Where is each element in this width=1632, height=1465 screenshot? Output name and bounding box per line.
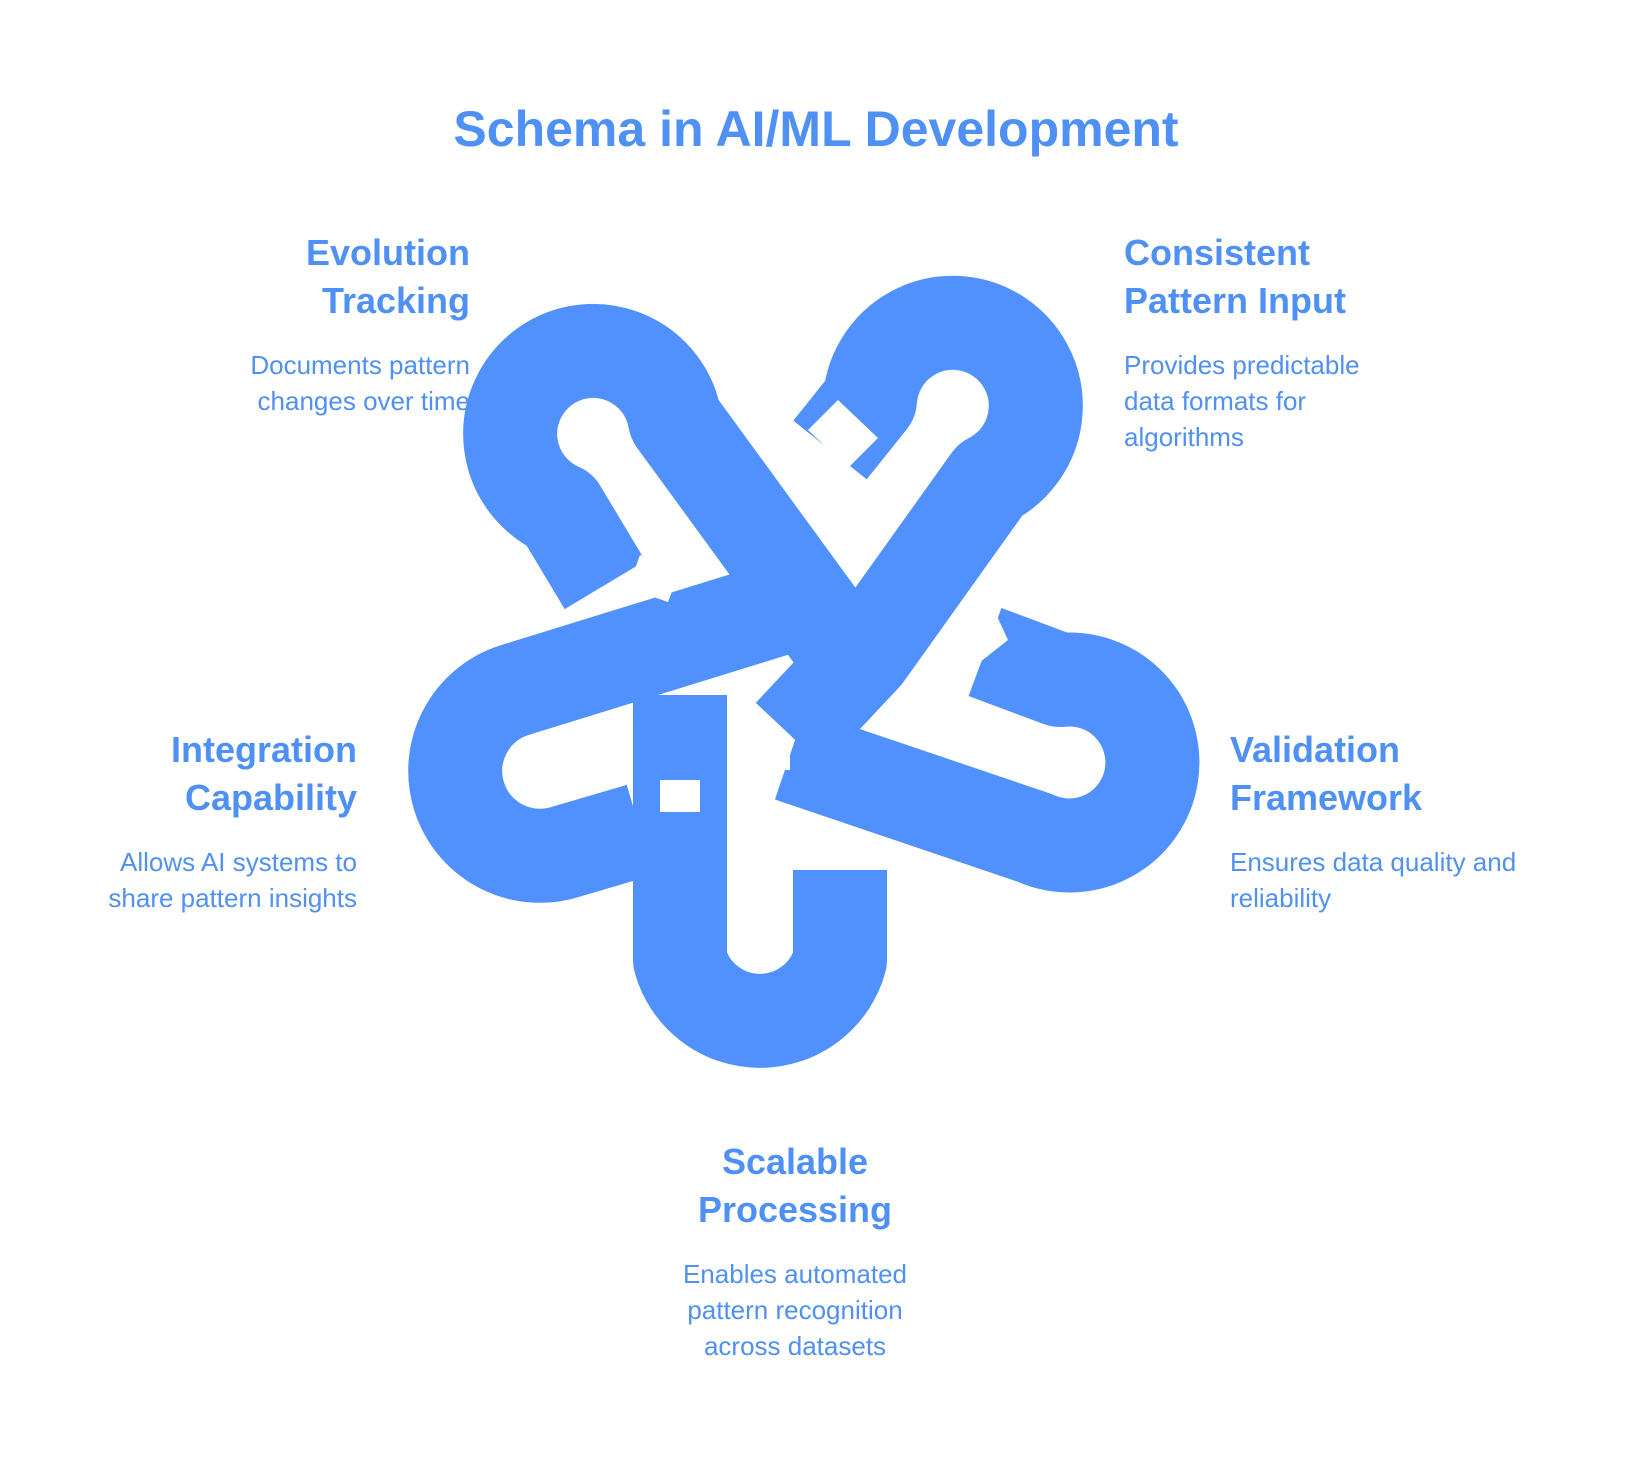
item-title-line: Capability <box>184 777 357 818</box>
item-description: Enables automated pattern recognition ac… <box>625 1256 965 1364</box>
item-description: Documents pattern changes over time <box>140 347 470 419</box>
loop-evolution <box>463 303 888 688</box>
item-title-line: Processing <box>697 1189 893 1230</box>
item-desc-line: Enables automated <box>682 1259 908 1289</box>
item-desc-line: reliability <box>1230 883 1332 913</box>
item-desc-line: share pattern insights <box>108 883 357 913</box>
item-desc-line: pattern recognition <box>687 1295 903 1325</box>
item-evolution-tracking: Evolution Tracking Documents pattern cha… <box>140 229 470 419</box>
item-title-line: Tracking <box>321 280 470 321</box>
item-desc-line: Ensures data quality and <box>1230 847 1517 877</box>
item-title: Scalable Processing <box>625 1138 965 1234</box>
item-title-line: Consistent <box>1124 232 1311 273</box>
item-desc-line: Provides predictable <box>1124 350 1360 380</box>
item-title: Validation Framework <box>1230 726 1570 822</box>
item-validation-framework: Validation Framework Ensures data qualit… <box>1230 726 1570 916</box>
item-desc-line: across datasets <box>703 1331 887 1361</box>
loop-validation <box>774 607 1200 893</box>
item-scalable-processing: Scalable Processing Enables automated pa… <box>625 1138 965 1364</box>
item-title-line: Validation <box>1230 729 1401 770</box>
gap-scalable-integration <box>660 780 700 812</box>
knot-gaps <box>628 400 1008 812</box>
gap-integration-evolution <box>628 555 680 602</box>
item-desc-line: Allows AI systems to <box>120 847 357 877</box>
item-desc-line: data formats for <box>1124 386 1307 416</box>
item-title: Consistent Pattern Input <box>1124 229 1454 325</box>
gap-evolution-consistent <box>808 400 878 468</box>
item-description: Provides predictable data formats for al… <box>1124 347 1454 455</box>
item-title: Evolution Tracking <box>140 229 470 325</box>
loop-scalable <box>633 695 887 1068</box>
item-consistent-pattern-input: Consistent Pattern Input Provides predic… <box>1124 229 1454 455</box>
loop-integration <box>408 560 804 903</box>
item-title-line: Integration <box>171 729 357 770</box>
gap-consistent-validation <box>957 612 1008 670</box>
item-title-line: Evolution <box>306 232 470 273</box>
item-title-line: Pattern Input <box>1124 280 1346 321</box>
gap-validation-scalable <box>760 735 790 770</box>
item-title-line: Framework <box>1230 777 1423 818</box>
item-integration-capability: Integration Capability Allows AI systems… <box>27 726 357 916</box>
item-desc-line: algorithms <box>1124 422 1244 452</box>
item-title: Integration Capability <box>27 726 357 822</box>
item-description: Ensures data quality and reliability <box>1230 844 1570 916</box>
knot-loops <box>408 275 1200 1068</box>
item-description: Allows AI systems to share pattern insig… <box>27 844 357 916</box>
item-desc-line: changes over time <box>257 386 470 416</box>
loop-consistent <box>755 275 1083 768</box>
item-title-line: Scalable <box>721 1141 869 1182</box>
item-desc-line: Documents pattern <box>250 350 470 380</box>
diagram-title: Schema in AI/ML Development <box>453 101 1179 157</box>
